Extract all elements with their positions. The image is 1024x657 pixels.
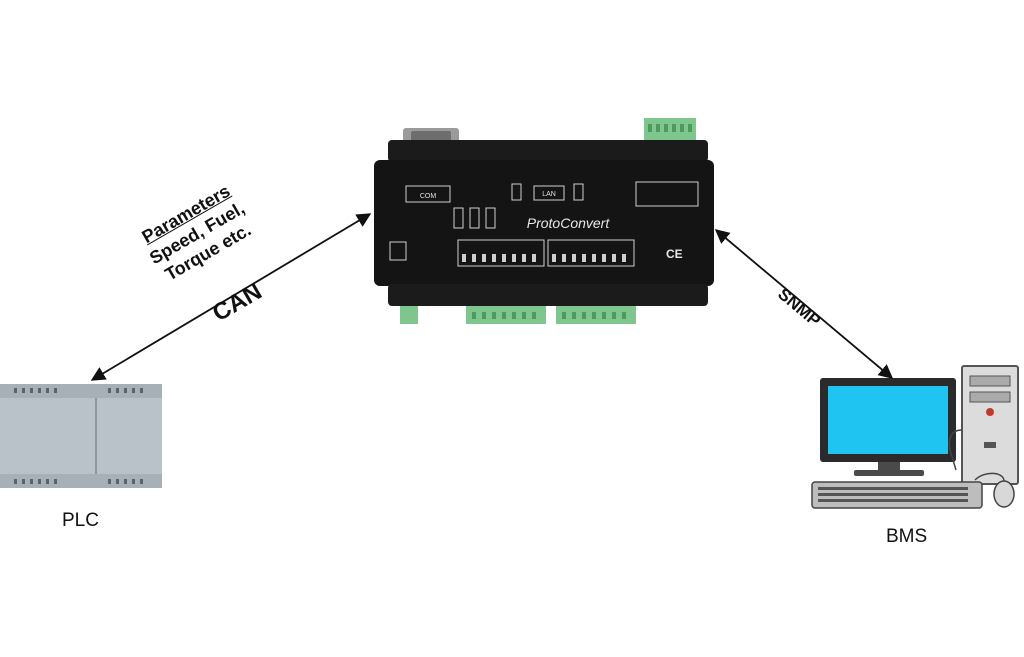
com-port-label: COM [420,193,437,200]
com-port-box [405,185,451,203]
gateway-brand-logo: ProtoConvert [527,215,611,231]
monitor-screen [828,386,948,454]
bms-label: BMS [886,526,928,547]
power-terminal [400,306,418,324]
status-led-panel [635,181,699,207]
mouse [993,480,1015,508]
lan-port-box [533,185,565,201]
gateway-device-icon: CE [374,118,714,324]
digital-inputs-strip [457,239,545,267]
lan-port-label: LAN [542,191,556,198]
can-link-arrow [90,213,372,381]
gateway-body [374,160,714,286]
plc-label: PLC [62,510,99,531]
snmp-link-arrow [714,229,894,379]
ce-mark: CE [666,247,683,261]
plc-device-icon [0,384,162,488]
computer-icon [811,365,1019,509]
top-terminal-block [644,118,696,140]
digital-outputs-strip [547,239,635,267]
